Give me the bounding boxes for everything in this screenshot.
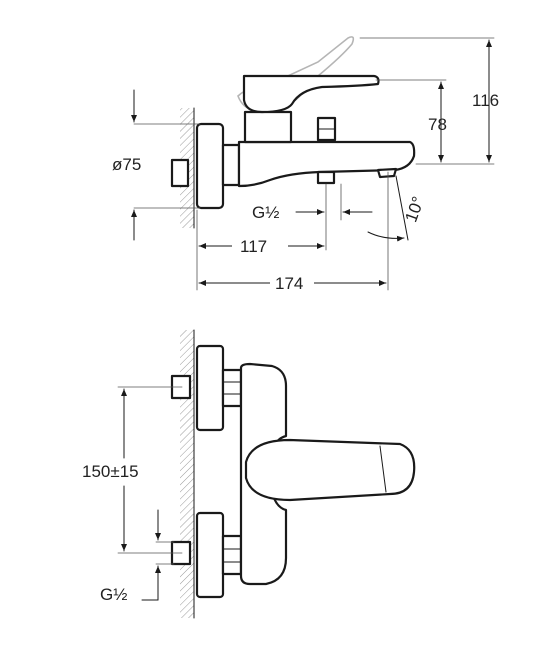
upper-flange bbox=[195, 344, 225, 432]
dim-flange-diameter: ø75 bbox=[112, 155, 141, 174]
lever-handle bbox=[242, 74, 380, 114]
dim-thread-side: G½ bbox=[252, 203, 279, 222]
side-view: 116 78 ø75 G½ 117 10° 174 bbox=[112, 36, 499, 293]
dim-inlet-centers: 150±15 bbox=[82, 462, 139, 481]
dim-thread-front: G½ bbox=[100, 585, 127, 604]
front-view: 150±15 G½ bbox=[82, 329, 416, 619]
mixer-body bbox=[237, 140, 416, 188]
lower-flange bbox=[195, 511, 225, 599]
cartridge-housing bbox=[243, 110, 293, 144]
wall-flange bbox=[195, 122, 225, 210]
aerator bbox=[376, 167, 398, 179]
diverter-knob bbox=[316, 170, 336, 185]
dim-spout-height: 78 bbox=[428, 115, 447, 134]
dim-spout-depth: 174 bbox=[275, 274, 303, 293]
connection-nut bbox=[221, 143, 241, 187]
dim-total-height: 116 bbox=[472, 91, 499, 110]
lever-front bbox=[244, 438, 416, 502]
wall-hatch-front bbox=[180, 330, 194, 618]
dim-inlet-depth: 117 bbox=[240, 237, 267, 256]
lower-nut bbox=[221, 534, 243, 576]
inlet-stub bbox=[170, 158, 190, 188]
upper-nut bbox=[221, 368, 243, 408]
dim-spout-angle: 10° bbox=[401, 194, 428, 225]
